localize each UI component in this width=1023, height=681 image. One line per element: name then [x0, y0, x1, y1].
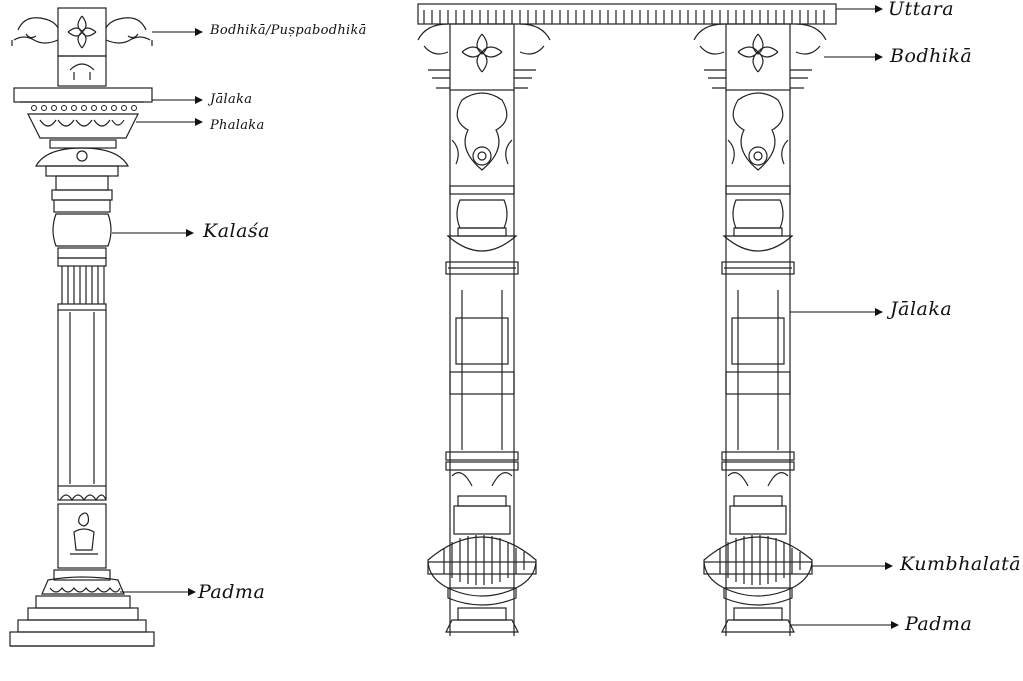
leader-arrows — [112, 5, 899, 629]
label-kalasa: Kalaśa — [203, 220, 271, 242]
label-kumbhalata: Kumbhalatā — [900, 553, 1022, 575]
pillar-a — [417, 23, 551, 636]
label-padma-right: Padma — [905, 613, 973, 635]
label-padma-left: Padma — [198, 581, 266, 603]
label-bodhika: Bodhikā — [890, 45, 973, 67]
label-jalaka-right: Jālaka — [890, 298, 953, 320]
label-bodhika-puspabodhika: Bodhikā/Puṣpabodhikā — [210, 23, 367, 38]
label-jalaka-left: Jālaka — [210, 92, 253, 107]
pillar-b — [693, 23, 827, 636]
left-pillar — [9, 7, 155, 647]
label-phalaka: Phalaka — [210, 118, 265, 133]
uttara-beam — [417, 3, 837, 25]
label-uttara: Uttara — [888, 0, 955, 20]
